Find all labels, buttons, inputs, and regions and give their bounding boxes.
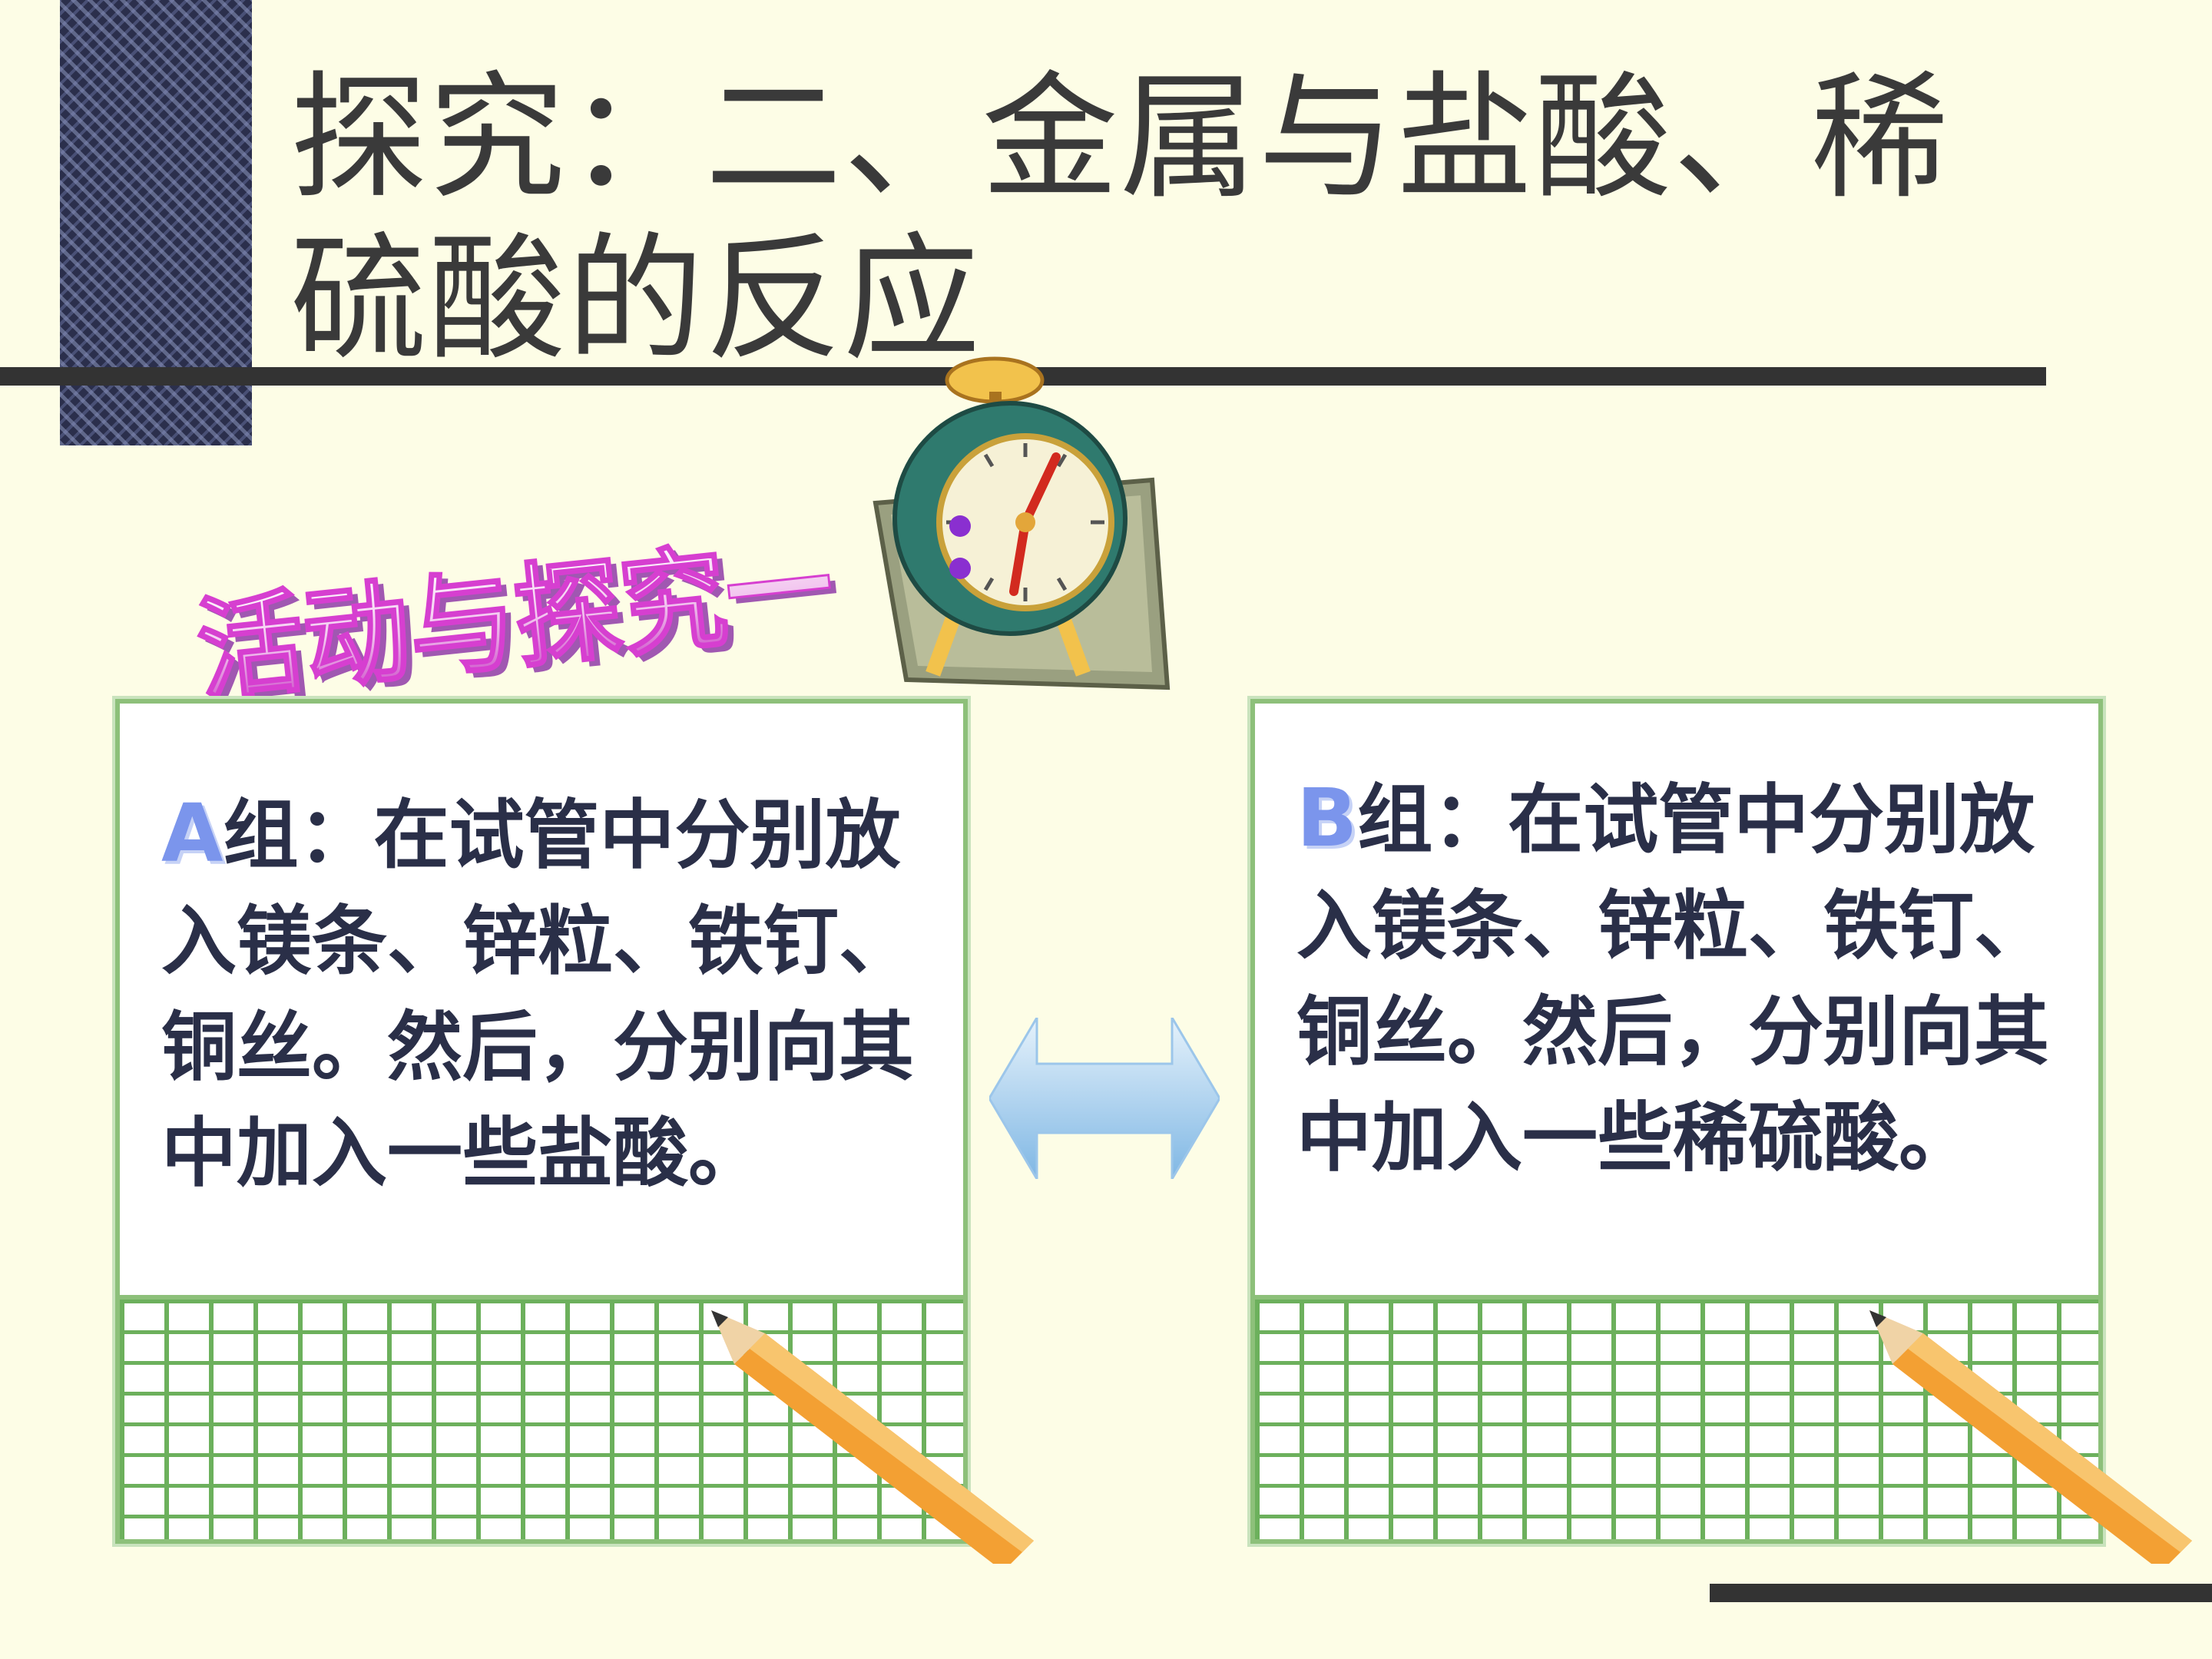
slide-title: 探究：二、金属与盐酸、稀硫酸的反应 [290, 58, 1949, 379]
group-b-text-block: B组：在试管中分别放入镁条、锌粒、铁钉、铜丝。然后，分别向其中加入一些稀硫酸。 [1296, 765, 2072, 1191]
activity-banner: 活动与探究一 活动与探究一 [190, 519, 846, 723]
footer-divider [1710, 1584, 2212, 1602]
group-a-text-block: A组：在试管中分别放入镁条、锌粒、铁钉、铜丝。然后，分别向其中加入一些盐酸。 [161, 780, 937, 1207]
group-a-instructions: 组：在试管中分别放入镁条、锌粒、铁钉、铜丝。然后，分别向其中加入一些盐酸。 [161, 791, 915, 1197]
double-arrow-icon [989, 1018, 1220, 1179]
pencil-icon [1869, 1310, 2192, 1564]
group-a-card: A组：在试管中分别放入镁条、锌粒、铁钉、铜丝。然后，分别向其中加入一些盐酸。 [115, 699, 1034, 1564]
group-b-instructions: 组：在试管中分别放入镁条、锌粒、铁钉、铜丝。然后，分别向其中加入一些稀硫酸。 [1296, 776, 2050, 1182]
pencil-icon [711, 1310, 1034, 1564]
group-a-letter: A [161, 786, 224, 880]
group-b-writing-grid [1255, 1295, 2098, 1539]
group-b-letter: B [1296, 771, 1358, 865]
group-b-card: B组：在试管中分别放入镁条、锌粒、铁钉、铜丝。然后，分别向其中加入一些稀硫酸。 [1250, 699, 2192, 1564]
alarm-clock-icon [873, 356, 1171, 690]
